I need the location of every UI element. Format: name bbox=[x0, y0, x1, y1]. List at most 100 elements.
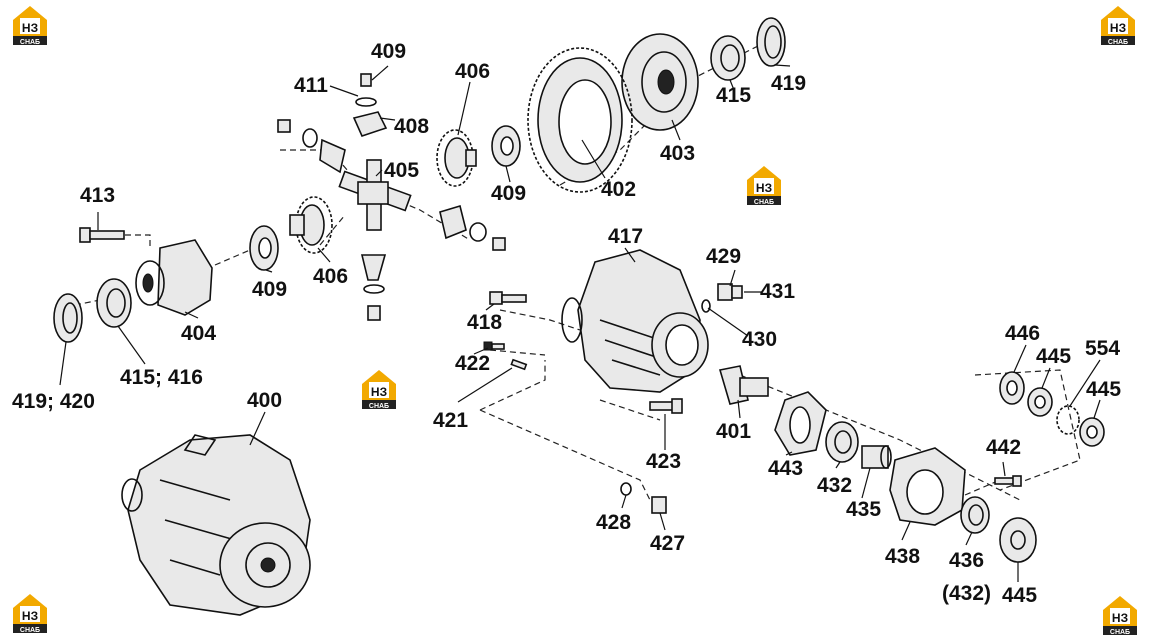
label-438: 438 bbox=[885, 545, 920, 568]
label-408: 408 bbox=[394, 115, 429, 138]
housing-417 bbox=[561, 249, 709, 393]
logo-center-left: НЗ СНАБ bbox=[362, 370, 396, 410]
washer-446 bbox=[999, 371, 1025, 405]
lock-washer-554 bbox=[1056, 405, 1080, 435]
logo-sub-text: СНАБ bbox=[1110, 629, 1130, 636]
ring-419-420 bbox=[53, 293, 83, 343]
ring-419-top bbox=[756, 17, 786, 67]
bearing-415-416 bbox=[96, 278, 132, 328]
logo-bottom-right: НЗ СНАБ bbox=[1103, 596, 1137, 636]
bolt-423 bbox=[649, 398, 683, 414]
label-442: 442 bbox=[986, 436, 1021, 459]
spider-405 bbox=[338, 159, 412, 231]
label-419: 419 bbox=[771, 72, 806, 95]
label-445-right: 445 bbox=[1086, 378, 1121, 401]
logo-main-text: НЗ bbox=[1112, 611, 1128, 625]
label-409-top: 409 bbox=[491, 182, 526, 205]
bearing-436 bbox=[960, 496, 990, 534]
label-403: 403 bbox=[660, 142, 695, 165]
gasket-443 bbox=[774, 391, 827, 456]
label-431: 431 bbox=[760, 280, 795, 303]
label-401: 401 bbox=[716, 420, 751, 443]
nut-445 bbox=[1027, 387, 1053, 417]
carrier-438 bbox=[889, 447, 966, 526]
pinion-gear-right bbox=[439, 204, 506, 251]
logo-sub-text: СНАБ bbox=[1108, 39, 1128, 46]
label-415-416: 415; 416 bbox=[120, 366, 203, 389]
diff-case-404 bbox=[135, 239, 213, 316]
assembled-housing-400 bbox=[121, 434, 311, 616]
logo-main-text: НЗ bbox=[22, 21, 38, 35]
bearing-432 bbox=[825, 421, 859, 463]
parts bbox=[53, 17, 1105, 616]
label-436-alt: (432) bbox=[942, 582, 991, 605]
logo-sub-text: СНАБ bbox=[754, 199, 774, 206]
watermark-logos: НЗ СНАБ НЗ СНАБ НЗ СНАБ НЗ СНАБ bbox=[13, 6, 1137, 636]
logo-sub-text: СНАБ bbox=[20, 627, 40, 634]
label-432: 432 bbox=[817, 474, 852, 497]
label-409-bottom: 409 bbox=[252, 278, 287, 301]
nut-445-right bbox=[1079, 417, 1105, 447]
flange-445 bbox=[999, 517, 1037, 563]
label-405: 405 bbox=[384, 159, 419, 182]
bearing-415-top bbox=[710, 35, 746, 81]
label-412: 409 bbox=[371, 40, 406, 63]
label-428: 428 bbox=[596, 511, 631, 534]
label-422: 422 bbox=[455, 352, 490, 375]
label-417: 417 bbox=[608, 225, 643, 248]
label-445-mid: 445 bbox=[1036, 345, 1071, 368]
label-423: 423 bbox=[646, 450, 681, 473]
label-435: 435 bbox=[846, 498, 881, 521]
washer-409-top bbox=[491, 125, 521, 167]
bolt-429 bbox=[717, 283, 743, 301]
logo-sub-text: СНАБ bbox=[20, 39, 40, 46]
label-429: 429 bbox=[706, 245, 741, 268]
label-443: 443 bbox=[768, 457, 803, 480]
label-436: 436 bbox=[949, 549, 984, 572]
label-406-top: 406 bbox=[455, 60, 490, 83]
pinion-gear-bottom bbox=[360, 254, 387, 321]
logo-main-text: НЗ bbox=[756, 181, 772, 195]
label-406-bottom: 406 bbox=[313, 265, 348, 288]
pin-421 bbox=[510, 358, 528, 371]
label-400: 400 bbox=[247, 389, 282, 412]
oring-428 bbox=[620, 482, 632, 496]
pinion-gear-left bbox=[277, 119, 346, 174]
label-421: 421 bbox=[433, 409, 468, 432]
label-413: 413 bbox=[80, 184, 115, 207]
logo-main-text: НЗ bbox=[22, 609, 38, 623]
part-labels: 409 411 408 406 405 409 402 403 415 419 … bbox=[12, 40, 1121, 607]
label-418: 418 bbox=[467, 311, 502, 334]
diff-case-403 bbox=[621, 33, 699, 131]
logo-bottom-left: НЗ СНАБ bbox=[13, 594, 47, 634]
label-430: 430 bbox=[742, 328, 777, 351]
bolt-442 bbox=[994, 475, 1022, 487]
label-419-420: 419; 420 bbox=[12, 390, 95, 413]
logo-main-text: НЗ bbox=[371, 385, 387, 399]
pinion-gear-408 bbox=[352, 73, 388, 137]
label-554: 554 bbox=[1085, 337, 1120, 360]
pinion-401 bbox=[718, 365, 769, 405]
ring-gear-402 bbox=[527, 47, 633, 193]
label-445-bottom: 445 bbox=[1002, 584, 1037, 607]
leader-lines bbox=[59, 64, 1101, 582]
logo-sub-text: СНАБ bbox=[369, 403, 389, 410]
logo-center-right: НЗ СНАБ bbox=[747, 166, 781, 206]
bolt-413 bbox=[79, 227, 125, 243]
washer-409-bottom bbox=[249, 225, 279, 271]
side-gear-406-top bbox=[436, 129, 477, 187]
spacer-435 bbox=[861, 445, 892, 469]
side-gear-406-bottom bbox=[289, 196, 333, 254]
bolt-418 bbox=[489, 291, 527, 305]
logo-top-right: НЗ СНАБ bbox=[1101, 6, 1135, 46]
label-404: 404 bbox=[181, 322, 216, 345]
logo-top-left: НЗ СНАБ bbox=[13, 6, 47, 46]
label-415: 415 bbox=[716, 84, 751, 107]
washer-430 bbox=[701, 299, 711, 313]
plug-427 bbox=[651, 496, 667, 514]
logo-main-text: НЗ bbox=[1110, 21, 1126, 35]
label-446: 446 bbox=[1005, 322, 1040, 345]
bolt-422 bbox=[483, 341, 505, 351]
